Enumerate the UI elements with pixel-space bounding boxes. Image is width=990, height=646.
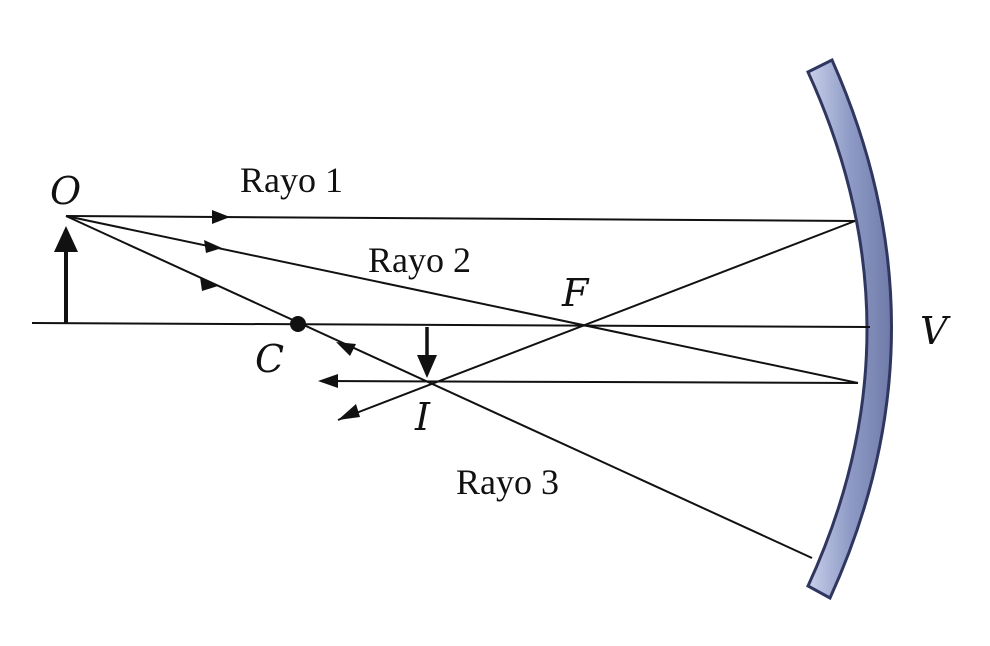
principal-axis bbox=[31, 322, 871, 328]
ray2-incident bbox=[65, 215, 859, 384]
center-point bbox=[290, 316, 306, 332]
label-image: I bbox=[414, 395, 431, 439]
label-vertex: V bbox=[920, 309, 951, 353]
ray2-reflected bbox=[321, 380, 859, 384]
image-arrow-head bbox=[417, 355, 437, 378]
object-arrow-head bbox=[54, 226, 78, 252]
label-focus: F bbox=[561, 271, 590, 315]
label-ray3: Rayo 3 bbox=[456, 462, 559, 502]
ray1-incident bbox=[65, 215, 856, 222]
label-ray2: Rayo 2 bbox=[368, 240, 471, 280]
ray1-arrowhead bbox=[212, 210, 230, 224]
ray3-arrowhead bbox=[200, 277, 218, 291]
ray1-reflected-arrowhead bbox=[338, 404, 360, 420]
ray3-incident bbox=[65, 215, 813, 559]
concave-mirror bbox=[806, 57, 893, 601]
ray3-return-arrowhead bbox=[336, 342, 356, 356]
ray2-reflected-arrowhead bbox=[318, 374, 338, 388]
ray1-reflected bbox=[337, 220, 856, 421]
label-center: C bbox=[255, 337, 284, 381]
label-object: O bbox=[50, 169, 81, 213]
ray2-arrowhead bbox=[204, 240, 222, 253]
label-ray1: Rayo 1 bbox=[240, 160, 343, 200]
